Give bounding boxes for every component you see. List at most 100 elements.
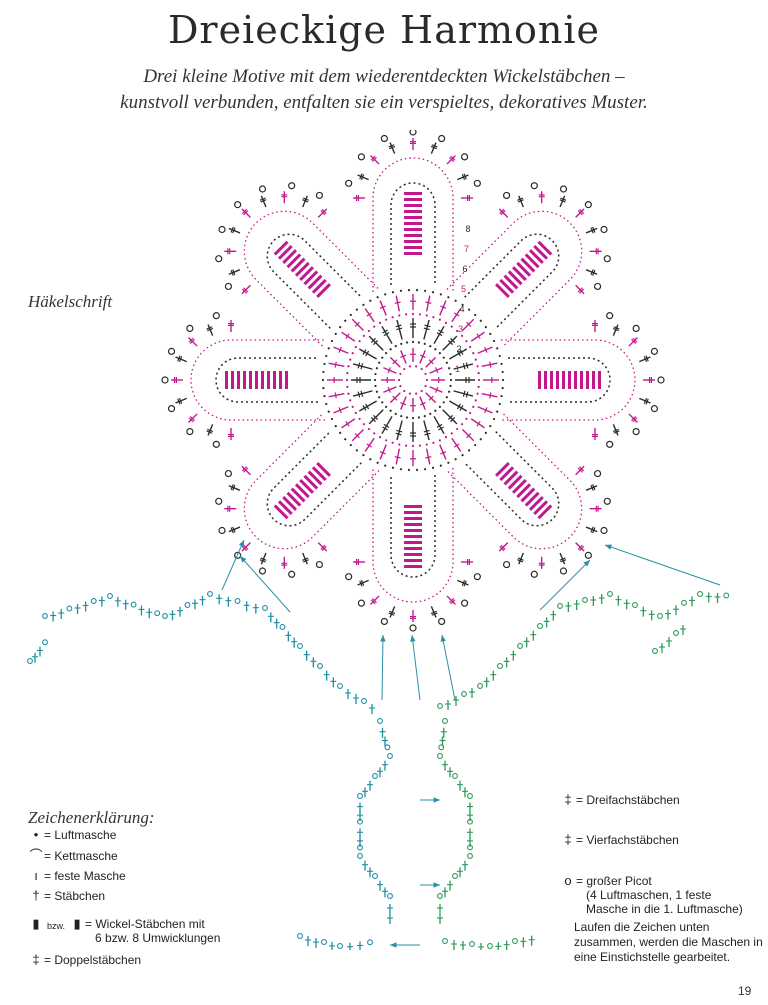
chain-dot bbox=[362, 303, 365, 306]
chain-dot bbox=[378, 361, 381, 364]
connector-chain bbox=[297, 933, 373, 950]
stitch-mark bbox=[612, 424, 620, 436]
arc-icon: ⌒ bbox=[29, 848, 43, 863]
stitch-mark bbox=[451, 308, 462, 323]
chain-dot bbox=[384, 464, 387, 467]
chain-dot bbox=[423, 468, 427, 471]
stitch-mark bbox=[575, 465, 585, 476]
chain-dot bbox=[378, 396, 381, 399]
chain-dot bbox=[501, 386, 504, 390]
chain-dot bbox=[418, 313, 421, 316]
legend-item-chain: • = Luftmasche bbox=[28, 828, 117, 843]
chain-dot bbox=[415, 288, 419, 292]
chain-dot bbox=[425, 314, 428, 317]
chain-dot bbox=[489, 332, 492, 335]
connector-chains bbox=[27, 591, 730, 950]
legend-label: Masche in die 1. Luftmasche) bbox=[586, 902, 743, 916]
chain-dot bbox=[438, 318, 441, 321]
chain-dot bbox=[334, 425, 337, 428]
chain-dot bbox=[431, 466, 435, 469]
petal bbox=[345, 468, 481, 632]
chain-dot bbox=[322, 386, 325, 390]
stitch-mark bbox=[643, 377, 655, 383]
stitch-mark bbox=[449, 348, 468, 360]
chain-dot bbox=[489, 425, 492, 428]
legend-label: = Dreifachstäbchen bbox=[576, 793, 680, 807]
chain-dot bbox=[355, 449, 358, 452]
stitch-mark bbox=[589, 505, 602, 512]
stitch-mark bbox=[388, 142, 396, 154]
chain-dot bbox=[449, 378, 453, 382]
stitch-mark bbox=[188, 413, 198, 423]
chain-dot bbox=[474, 399, 477, 402]
chain-dot bbox=[420, 367, 423, 371]
chain-dot bbox=[367, 427, 370, 431]
stitch-mark bbox=[439, 444, 447, 460]
chain-dot bbox=[369, 458, 372, 461]
connector-chain bbox=[437, 650, 517, 710]
legend-item-picot: o = großer Picot (4 Luftmaschen, 1 feste… bbox=[560, 874, 743, 917]
chain-dot bbox=[345, 378, 349, 382]
chain-dot bbox=[472, 405, 475, 408]
stitch-mark bbox=[175, 355, 187, 363]
treble-icon: ‡ bbox=[564, 792, 572, 807]
chain-dot bbox=[399, 468, 403, 471]
petal bbox=[215, 182, 380, 347]
stitch-mark bbox=[358, 348, 377, 360]
stitch-mark bbox=[381, 416, 393, 435]
chain-dot bbox=[439, 293, 442, 296]
chain-dot bbox=[405, 444, 408, 447]
chain-dot bbox=[438, 405, 441, 408]
petal bbox=[446, 413, 611, 578]
chain-dot bbox=[405, 416, 409, 419]
stitch-mark bbox=[410, 450, 416, 466]
stitch-mark bbox=[628, 413, 638, 423]
chain-dot bbox=[354, 411, 357, 415]
chain-dot bbox=[445, 396, 448, 399]
stitch-mark bbox=[639, 397, 651, 405]
stitch-mark bbox=[612, 324, 620, 336]
chain-dot bbox=[373, 432, 376, 435]
chain-dot bbox=[424, 384, 427, 388]
chain-dot bbox=[358, 417, 361, 420]
chain-dot bbox=[339, 431, 342, 435]
legend-note: Laufen die Zeichen unten zusammen, werde… bbox=[574, 920, 763, 964]
chain-dot bbox=[354, 345, 357, 349]
chain-dot bbox=[391, 441, 394, 444]
chain-dot bbox=[420, 389, 423, 393]
wrapped-stitch-icon: ▮ bbox=[32, 916, 40, 931]
stitch-mark bbox=[481, 392, 498, 399]
chain-dot bbox=[385, 352, 388, 355]
chain-dot bbox=[474, 358, 477, 361]
chain-dot bbox=[391, 291, 395, 294]
chain-dot bbox=[349, 358, 352, 361]
stitch-mark bbox=[457, 579, 469, 587]
stitch-mark bbox=[364, 437, 375, 452]
stitch-mark bbox=[585, 526, 598, 534]
stitch-mark bbox=[368, 409, 384, 425]
stitch-mark bbox=[351, 318, 364, 331]
chain-dot bbox=[399, 289, 403, 292]
stitch-mark bbox=[517, 552, 524, 565]
stitch-mark bbox=[410, 422, 416, 442]
chain-dot bbox=[468, 449, 471, 452]
stitch-mark bbox=[351, 377, 371, 383]
chain-dot bbox=[415, 468, 419, 472]
chain-dot bbox=[479, 319, 482, 322]
chain-dot bbox=[417, 341, 421, 344]
chain-dot bbox=[477, 372, 480, 375]
chain-dot bbox=[454, 299, 457, 302]
chain-dot bbox=[418, 444, 421, 447]
chain-dot bbox=[472, 352, 475, 355]
chain-dot bbox=[425, 378, 429, 382]
chain-dot bbox=[325, 354, 328, 358]
dagger-icon: † bbox=[32, 888, 40, 903]
chain-dot bbox=[450, 432, 453, 435]
chain-dot bbox=[362, 423, 366, 426]
stitch-mark bbox=[281, 191, 288, 204]
chain-dot bbox=[415, 365, 418, 368]
flower-motif bbox=[161, 130, 665, 632]
chain-dot bbox=[477, 378, 481, 382]
round-number: 3 bbox=[458, 324, 463, 334]
